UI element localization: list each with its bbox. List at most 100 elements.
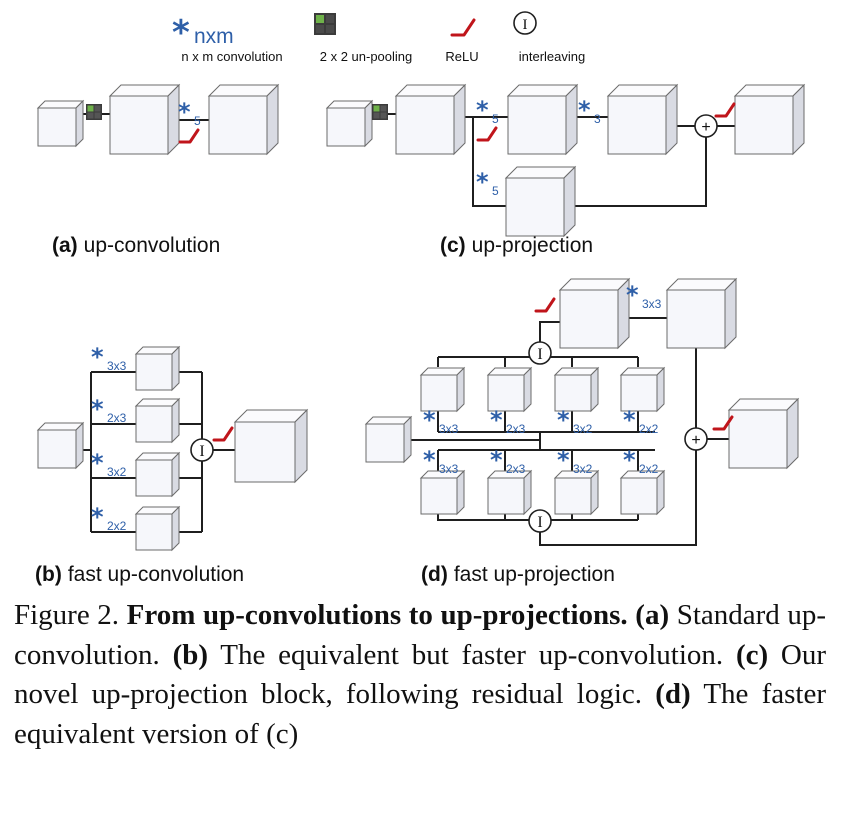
b-interleave-node — [190, 438, 214, 462]
box-front-face — [234, 421, 296, 483]
b-branch-box-1 — [134, 345, 181, 392]
figure-diagram: *5*5*3*5+*3x3*2x3*3x2*2x2I*3x3*2x3*3x2*2… — [35, 11, 806, 586]
kernel-size-label: 3x3 — [642, 297, 662, 311]
box-front-face — [135, 353, 173, 391]
caption-figure-number: Figure 2. — [14, 599, 120, 631]
relu-icon — [476, 126, 498, 142]
d-bottom-branch-box-3 — [553, 469, 600, 516]
caption-c-text: Our novel up-projection block, following… — [14, 638, 827, 711]
conv-star-icon: * — [476, 168, 489, 196]
kernel-size-label: 5 — [194, 114, 201, 128]
relu-icon — [178, 128, 200, 144]
box-front-face — [109, 95, 169, 155]
wire — [539, 321, 560, 342]
box-side-face — [565, 83, 578, 156]
kernel-size-label: 2x3 — [506, 422, 526, 436]
box-front-face — [559, 289, 619, 349]
box-top-face — [36, 100, 85, 109]
box-front-face — [487, 374, 525, 412]
diagram-symbols: *5*5*3*5+*3x3*2x3*3x2*2x2I*3x3*2x3*3x2*2… — [86, 96, 736, 533]
conv-star-icon: * — [178, 98, 191, 126]
d-add-node-symbol: + — [691, 432, 700, 449]
kernel-size-label: 3x3 — [439, 422, 459, 436]
wire — [575, 137, 707, 207]
unpool-icon — [314, 13, 336, 35]
c-input-box — [325, 99, 374, 148]
b-branch-box-2 — [134, 397, 181, 444]
box-top-face — [36, 422, 85, 431]
box-side-face — [590, 469, 599, 516]
conv-star-icon: * — [91, 503, 104, 531]
d-output-box — [727, 397, 800, 470]
kernel-size-label: 5 — [492, 112, 499, 126]
box-side-face — [792, 83, 805, 156]
box-front-face — [135, 459, 173, 497]
kernel-size-label: 3x3 — [439, 462, 459, 476]
box-top-face — [325, 100, 374, 109]
kernel-size-label: 3 — [594, 112, 601, 126]
box-side-face — [786, 397, 799, 470]
c-conv1-box — [506, 83, 579, 156]
panel-b-letter: (b) — [35, 563, 62, 586]
caption-title: From up-convolutions to up-projections. — [126, 599, 628, 631]
conv-star-icon: * — [626, 281, 639, 309]
box-top-face — [558, 278, 631, 291]
unpool-icon-cell — [380, 105, 387, 112]
box-front-face — [365, 423, 405, 463]
legend-conv-label: nxm — [194, 25, 234, 48]
unpool-icon-cell — [373, 105, 380, 112]
box-front-face — [607, 95, 667, 155]
relu-icon — [450, 18, 476, 37]
d-top-interleave-node — [528, 341, 552, 365]
conv-star-icon: * — [557, 406, 570, 434]
box-top-face — [364, 416, 413, 425]
box-front-face — [37, 429, 77, 469]
box-top-face — [733, 84, 806, 97]
kernel-size-label: 5 — [492, 184, 499, 198]
conv-star-icon: * — [578, 96, 591, 124]
box-front-face — [507, 95, 567, 155]
box-side-face — [724, 277, 737, 350]
d-top-interleave-node-symbol: I — [537, 346, 542, 363]
caption-d-tag: (d) — [655, 678, 691, 710]
panel-a-label: up-convolution — [84, 234, 221, 257]
box-front-face — [554, 374, 592, 412]
box-side-face — [665, 83, 678, 156]
d-bottom-interleave-node — [528, 509, 552, 533]
unpool-icon-cell — [94, 112, 101, 119]
box-side-face — [656, 469, 665, 516]
conv-star-icon: * — [91, 449, 104, 477]
unpool-icon-cell — [94, 105, 101, 112]
c-add-node-symbol: + — [701, 119, 710, 136]
box-top-face — [665, 278, 738, 291]
unpool-icon-cell — [87, 112, 94, 119]
box-side-face — [171, 345, 180, 392]
box-side-face — [563, 165, 576, 238]
kernel-size-label: 3x3 — [107, 359, 127, 373]
legend-unpool-desc: 2 x 2 un-pooling — [320, 49, 413, 64]
panel-c-label: up-projection — [472, 234, 593, 257]
relu-icon — [212, 426, 234, 442]
conv-star-icon: * — [476, 96, 489, 124]
box-front-face — [395, 95, 455, 155]
d-top-branch-box-3 — [553, 366, 600, 413]
legend-interleave-symbol: I — [523, 17, 528, 33]
box-side-face — [523, 469, 532, 516]
conv-star-icon: * — [490, 446, 503, 474]
a-unpooled-box — [108, 83, 181, 156]
d-bottom-interleave-node-symbol: I — [537, 514, 542, 531]
box-side-face — [456, 469, 465, 516]
b-input-box — [36, 421, 85, 470]
box-front-face — [666, 289, 726, 349]
box-top-face — [727, 398, 800, 411]
caption-a-tag: (a) — [635, 599, 670, 631]
conv-star-icon: * — [623, 406, 636, 434]
d-add-node — [684, 427, 708, 451]
d-top-branch-box-1 — [419, 366, 466, 413]
box-front-face — [728, 409, 788, 469]
d-bottom-branch-box-2 — [486, 469, 533, 516]
box-side-face — [171, 505, 180, 552]
b-branch-box-4 — [134, 505, 181, 552]
caption-b-tag: (b) — [172, 638, 209, 671]
box-front-face — [554, 477, 592, 515]
